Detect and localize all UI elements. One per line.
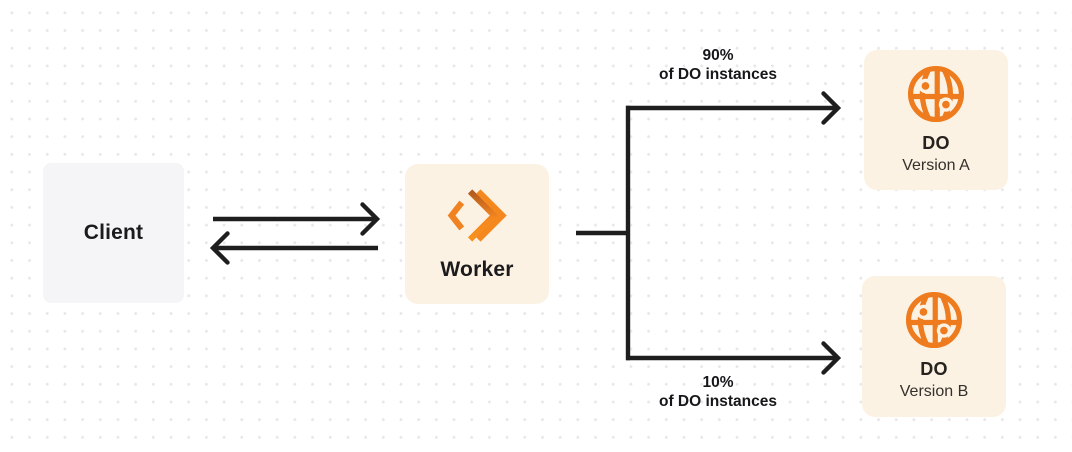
do-version-b-title: DO: [920, 359, 948, 379]
do-version-a-subtitle: Version A: [902, 157, 970, 174]
client-node: Client: [43, 163, 184, 303]
branch-bottom-caption: of DO instances: [659, 393, 777, 410]
arrowhead-to-do-version-b: [821, 341, 842, 375]
worker-node: Worker: [405, 164, 549, 304]
branch-top-label: 90% of DO instances: [608, 46, 828, 84]
arrowhead-client-to-worker: [360, 202, 381, 236]
arrowhead-worker-to-client: [209, 231, 230, 265]
branch-bottom-label: 10% of DO instances: [608, 373, 828, 411]
client-label: Client: [83, 221, 144, 244]
do-version-b-subtitle: Version B: [899, 383, 969, 400]
branch-top-percent: 90%: [702, 47, 734, 64]
branch-bottom-percent: 10%: [702, 374, 734, 391]
do-version-b-node: DO Version B: [862, 276, 1006, 417]
worker-label: Worker: [440, 258, 514, 281]
globe-icon: [907, 65, 965, 123]
workers-icon: [447, 189, 507, 242]
arrowhead-to-do-version-a: [821, 91, 842, 125]
do-version-a-title: DO: [922, 133, 950, 153]
do-version-a-node: DO Version A: [864, 50, 1008, 190]
branch-top-caption: of DO instances: [659, 66, 777, 83]
globe-icon: [905, 291, 963, 349]
